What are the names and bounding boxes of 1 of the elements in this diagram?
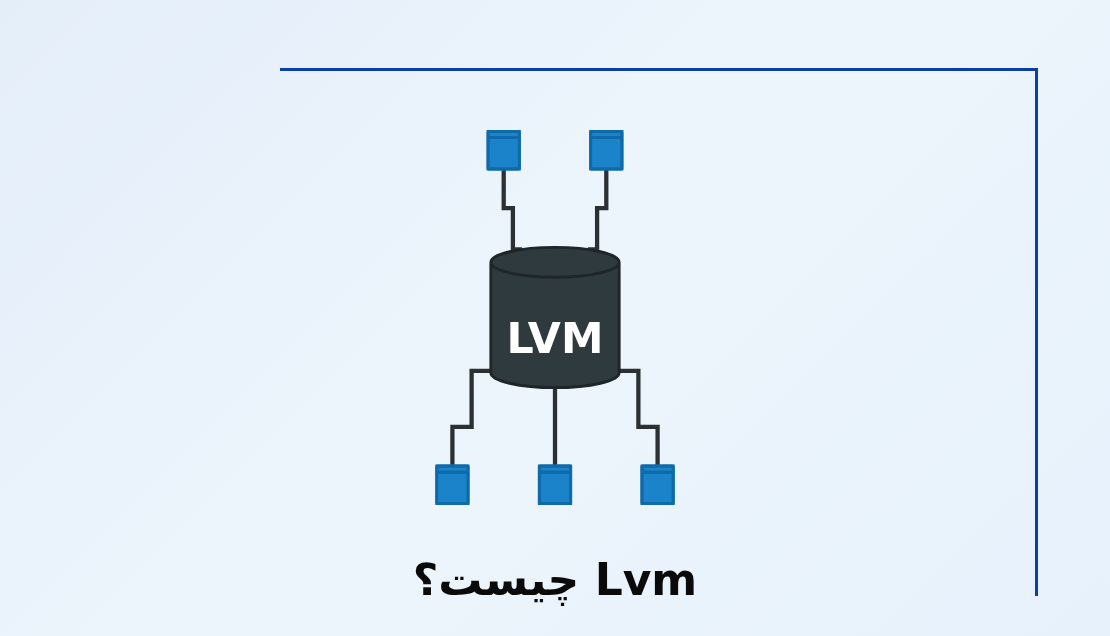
title: Lvm چیست؟	[411, 553, 699, 608]
